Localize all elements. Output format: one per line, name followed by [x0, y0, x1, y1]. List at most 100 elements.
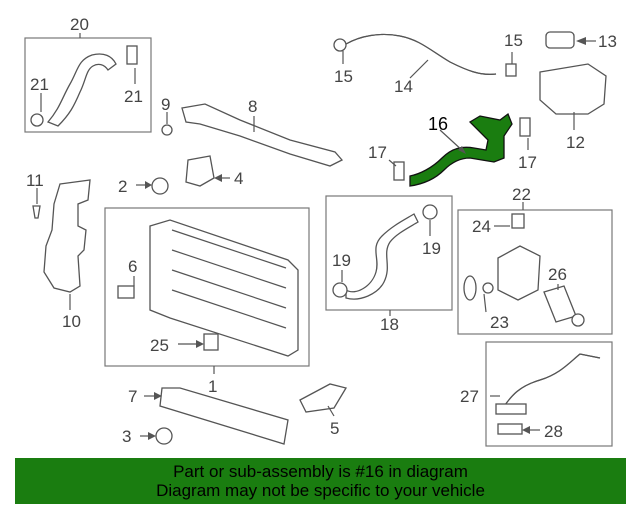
callout-labels: 1 2 3 4 5 6 7 8 9 10 11 12 13 14 15 15 1…: [26, 15, 617, 446]
grommet-3[interactable]: [155, 427, 173, 445]
callout-27: 27: [460, 387, 479, 406]
upper-hose-group: [24, 33, 152, 133]
overflow-hose-group: [333, 33, 517, 79]
callout-25: 25: [150, 336, 169, 355]
callout-23: 23: [490, 313, 509, 332]
push-pin-9[interactable]: [161, 124, 173, 136]
callout-4: 4: [234, 169, 243, 188]
lower-air-baffle-7[interactable]: [159, 387, 289, 445]
hose-clamp-upper[interactable]: [126, 45, 138, 65]
callout-21b: 21: [124, 87, 143, 106]
callout-16: 16: [428, 114, 448, 134]
radiator-fins-2: [171, 249, 287, 289]
callout-1: 1: [208, 377, 217, 396]
bypass-pipe-group: [485, 341, 613, 447]
pipe-flange: [495, 403, 527, 415]
lower-radiator-hose[interactable]: [345, 213, 419, 300]
highlighted-hose-16-group: [409, 112, 513, 187]
callout-3: 3: [122, 427, 131, 446]
reservoir-group: [539, 31, 607, 130]
gasket-28[interactable]: [497, 423, 523, 435]
callout-10: 10: [62, 312, 81, 331]
clamp-15-right[interactable]: [505, 63, 517, 77]
gasket-23[interactable]: [463, 275, 477, 301]
overflow-hose[interactable]: [345, 33, 497, 75]
hose-clamp-19-upper[interactable]: [422, 204, 438, 220]
coolant-reservoir[interactable]: [539, 63, 607, 115]
reservoir-cap[interactable]: [545, 31, 575, 49]
callout-3-arrow: [148, 432, 156, 440]
clamp-15-left[interactable]: [333, 38, 347, 52]
clamp-17-right[interactable]: [519, 117, 531, 137]
callout-16-arrow: [458, 146, 466, 154]
callout-20: 20: [70, 15, 89, 34]
callout-23-leader: [483, 293, 487, 313]
callout-5: 5: [330, 419, 339, 438]
bypass-pipe[interactable]: [499, 353, 601, 413]
callout-14-leader: [409, 59, 429, 79]
push-pin-11[interactable]: [32, 205, 41, 219]
upper-radiator-hose[interactable]: [46, 53, 117, 127]
banner-line-1: Part or sub-assembly is #16 in diagram: [173, 462, 468, 481]
clamp-17-left[interactable]: [393, 161, 405, 181]
air-deflector[interactable]: [43, 179, 91, 293]
upper-hose-group-box: [24, 37, 152, 133]
callout-9: 9: [161, 95, 170, 114]
thermostat-group: [457, 202, 613, 335]
thermostat-seal-26[interactable]: [571, 313, 585, 327]
callout-28: 28: [544, 422, 563, 441]
bracket-4[interactable]: [185, 155, 215, 187]
radiator-fins-1: [171, 229, 287, 269]
callout-5-leader: [327, 405, 335, 417]
lower-hose-group: [325, 195, 453, 316]
callout-17b: 17: [518, 153, 537, 172]
callout-12: 12: [566, 133, 585, 152]
banner-line-2: Diagram may not be specific to your vehi…: [156, 481, 485, 500]
callout-21a: 21: [30, 75, 49, 94]
part-info-banner: Part or sub-assembly is #16 in diagram D…: [15, 458, 626, 504]
hose-clamp-lower[interactable]: [30, 113, 44, 127]
callout-25-arrow: [196, 340, 204, 348]
callout-13: 13: [598, 32, 617, 51]
radiator-group-box: [104, 207, 310, 367]
callout-15b: 15: [504, 31, 523, 50]
thermostat-housing[interactable]: [497, 245, 541, 301]
drain-valve-25[interactable]: [203, 333, 219, 351]
drain-plug-6[interactable]: [117, 285, 135, 299]
bypass-pipe-group-box: [485, 341, 613, 447]
upper-tie-bar[interactable]: [181, 103, 344, 167]
thermostat-group-box: [457, 209, 613, 335]
callout-7: 7: [128, 387, 137, 406]
callout-8: 8: [248, 97, 257, 116]
overflow-hose-inner: [345, 33, 497, 75]
lower-hose-group-box: [325, 195, 453, 311]
upper-tie-bar-group: [161, 103, 344, 167]
callout-18: 18: [380, 315, 399, 334]
callout-26: 26: [548, 265, 567, 284]
callout-4-arrow: [214, 174, 222, 182]
bypass-pipe-inner: [499, 353, 601, 413]
callout-14: 14: [394, 77, 413, 96]
callout-24: 24: [472, 217, 491, 236]
thermostat-26[interactable]: [543, 285, 577, 323]
callout-15a: 15: [334, 67, 353, 86]
callout-19b: 19: [422, 239, 441, 258]
callout-19a: 19: [332, 251, 351, 270]
callout-22: 22: [512, 185, 531, 204]
grommet-2[interactable]: [151, 177, 169, 195]
callout-2: 2: [118, 177, 127, 196]
sensor-24[interactable]: [511, 213, 525, 229]
hose-clamp-19-lower[interactable]: [332, 282, 348, 298]
callout-13-arrow: [576, 37, 586, 45]
bracket-5[interactable]: [299, 383, 348, 413]
radiator-fins-3: [171, 269, 287, 309]
clamps-17-group: [388, 117, 531, 181]
air-deflector-group: [32, 179, 91, 310]
lower-parts-group: [140, 383, 348, 445]
radiator-fins-4: [171, 289, 287, 329]
radiator-core[interactable]: [149, 219, 299, 357]
callout-17a: 17: [368, 143, 387, 162]
callout-6: 6: [128, 257, 137, 276]
seal-23[interactable]: [482, 282, 494, 294]
